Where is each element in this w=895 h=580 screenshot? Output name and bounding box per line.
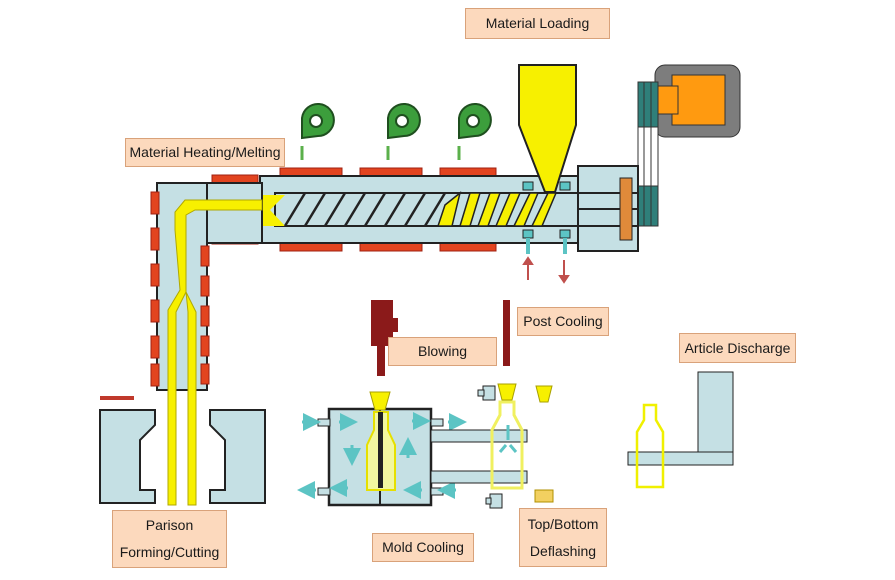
drive-belt: [637, 81, 659, 227]
label-text: Forming/Cutting: [119, 544, 220, 560]
extruder-barrel: [259, 175, 579, 254]
material-hopper: [518, 64, 577, 193]
label-text: Material Loading: [485, 15, 590, 32]
label-text: Post Cooling: [523, 313, 603, 330]
label-heating-melting: Material Heating/Melting: [125, 138, 285, 167]
label-text: Article Discharge: [684, 339, 791, 356]
cooling-blowers: [301, 103, 492, 140]
label-article-discharge: Article Discharge: [679, 333, 796, 363]
blow-mold: [297, 391, 467, 507]
label-text: Deflashing: [529, 542, 597, 559]
label-material-loading: Material Loading: [465, 8, 610, 39]
label-text: Parison: [145, 517, 194, 534]
label-text: Top/Bottom: [527, 515, 599, 532]
post-cooling-pin: [503, 300, 510, 366]
label-blowing: Blowing: [388, 337, 497, 366]
label-post-cooling: Post Cooling: [517, 307, 609, 336]
blowing-pin: [371, 300, 398, 376]
deflashing-station: [430, 383, 554, 509]
air-arrows: [300, 146, 461, 160]
article-discharge-arm: [627, 371, 734, 489]
screw-drive-block: [577, 165, 639, 252]
label-text: Mold Cooling: [382, 539, 464, 556]
label-text: Blowing: [417, 343, 468, 360]
water-flow-arrows: [522, 256, 570, 284]
die-head: [150, 182, 263, 506]
cutting-knife: [100, 396, 134, 400]
drive-motor: [654, 64, 741, 138]
label-mold-cooling: Mold Cooling: [372, 533, 474, 562]
label-text: Material Heating/Melting: [129, 144, 281, 161]
parison-mold: [99, 409, 266, 504]
